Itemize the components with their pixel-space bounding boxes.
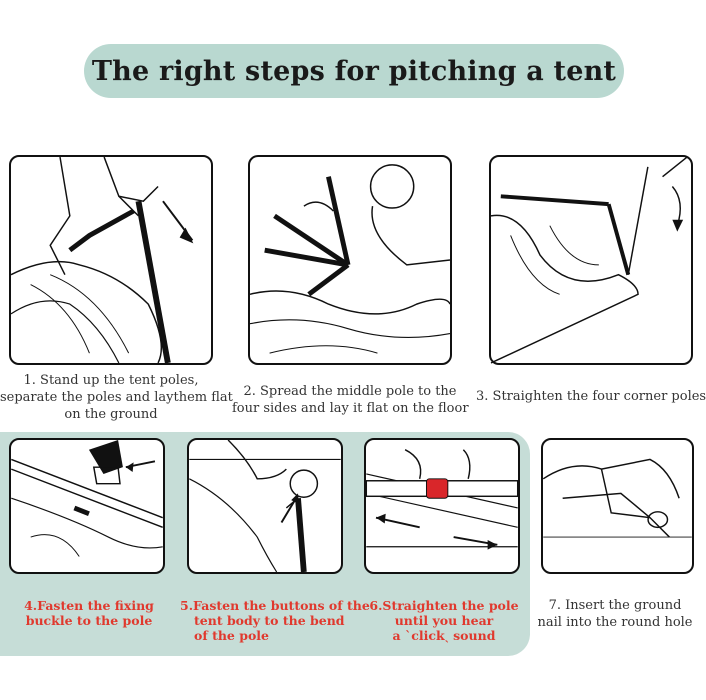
step-1-drawing: [10, 156, 194, 364]
step-5-caption: 5.Fasten the buttons of the tent body to…: [180, 598, 370, 643]
step-1-illustration: [9, 155, 213, 365]
step-4-illustration: [9, 438, 165, 574]
step-1-caption: 1. Stand up the tent poles, separate the…: [0, 373, 233, 422]
step-5-drawing: [189, 439, 341, 573]
step-4-caption: 4.Fasten the fixing buckle to the pole: [24, 598, 154, 628]
step-6-caption: 6.Straighten the pole until you hear a ˋ…: [369, 598, 519, 643]
step-3-illustration: [489, 155, 693, 365]
step-5-illustration: [187, 438, 343, 574]
step-7-caption: 7. Insert the ground nail into the round…: [537, 598, 693, 630]
step-3-drawing: [490, 156, 688, 364]
step-7-illustration: [541, 438, 694, 574]
title-banner: The right steps for pitching a tent: [84, 44, 624, 98]
step-6-illustration: [364, 438, 520, 574]
step-3-caption: 3. Straighten the four corner poles: [476, 389, 706, 404]
step-4-drawing: [11, 440, 163, 557]
step-2-illustration: [248, 155, 452, 365]
step-2-caption: 2. Spread the middle pole to the four si…: [232, 384, 469, 416]
step-6-drawing: [365, 449, 519, 550]
step-2-drawing: [249, 164, 451, 354]
step-7-drawing: [542, 458, 692, 538]
page-title: The right steps for pitching a tent: [91, 55, 617, 87]
